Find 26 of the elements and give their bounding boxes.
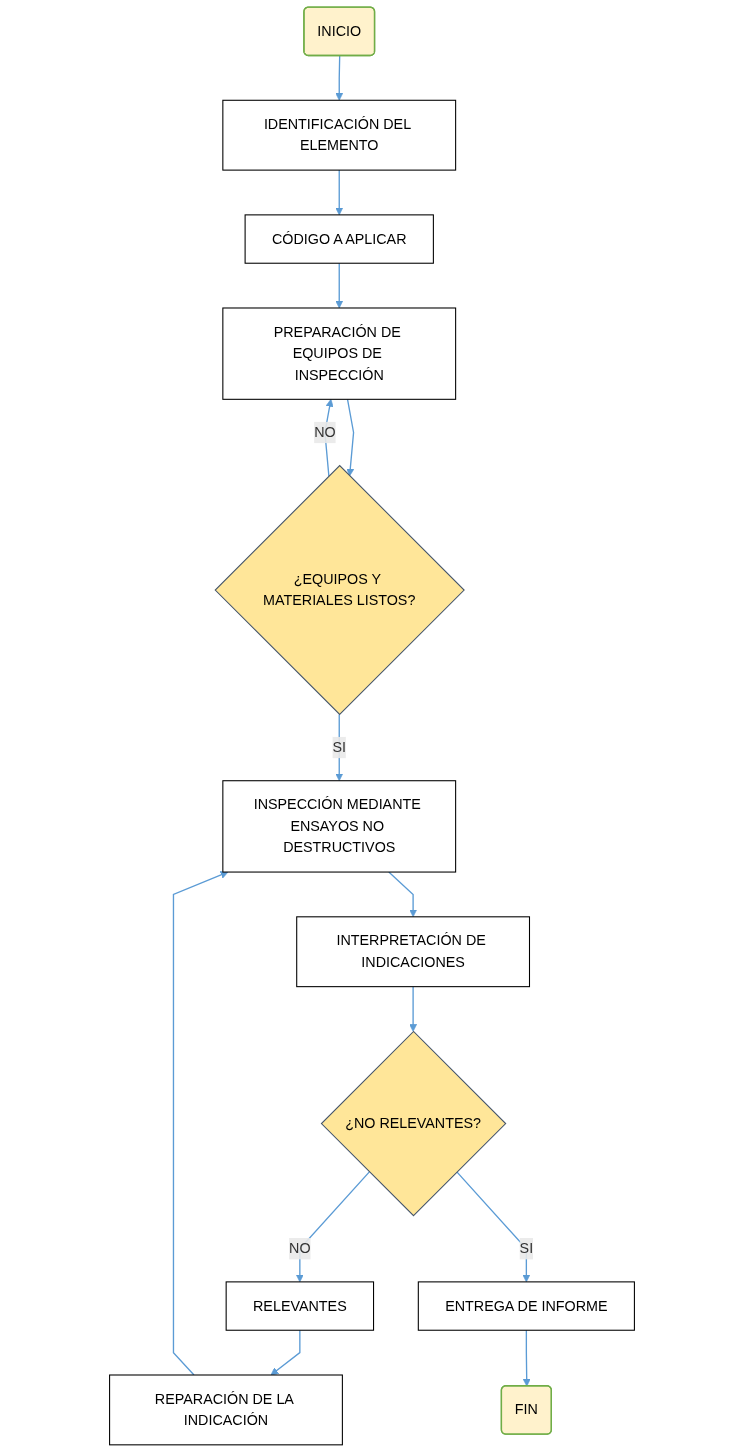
edge-label: SI bbox=[332, 739, 347, 755]
node-diamond: ¿NO RELEVANTES? bbox=[320, 1030, 507, 1217]
arrow bbox=[522, 1329, 531, 1387]
arrow bbox=[335, 55, 344, 101]
edge-label: NO bbox=[289, 1240, 311, 1256]
arrow bbox=[456, 1171, 531, 1283]
arrow bbox=[295, 1171, 371, 1283]
node-box: IDENTIFICACIÓN DEL ELEMENTO bbox=[222, 99, 457, 171]
arrow bbox=[335, 169, 344, 216]
edge-label: SI bbox=[519, 1240, 534, 1256]
node-box: CÓDIGO A APLICAR bbox=[244, 214, 434, 264]
node-box: INTERPRETACIÓN DE INDICACIONES bbox=[296, 916, 531, 988]
arrow bbox=[409, 986, 418, 1032]
node-box: ENTREGA DE INFORME bbox=[417, 1281, 635, 1331]
node-box: REPARACIÓN DE LA INDICACIÓN bbox=[109, 1374, 343, 1446]
arrow bbox=[172, 871, 229, 1376]
edge-label: NO bbox=[314, 424, 336, 440]
arrow bbox=[324, 398, 334, 477]
node-box: INSPECCIÓN MEDIANTE ENSAYOS NO DESTRUCTIVOS bbox=[222, 780, 457, 873]
node-diamond: ¿EQUIPOS Y MATERIALES LISTOS? bbox=[214, 464, 465, 716]
node-box: PREPARACIÓN DE EQUIPOS DE INSPECCIÓN bbox=[222, 307, 457, 400]
arrow bbox=[335, 262, 344, 309]
arrow bbox=[388, 871, 418, 918]
node-box: RELEVANTES bbox=[225, 1281, 375, 1331]
arrow bbox=[346, 398, 355, 477]
arrow bbox=[270, 1329, 301, 1376]
